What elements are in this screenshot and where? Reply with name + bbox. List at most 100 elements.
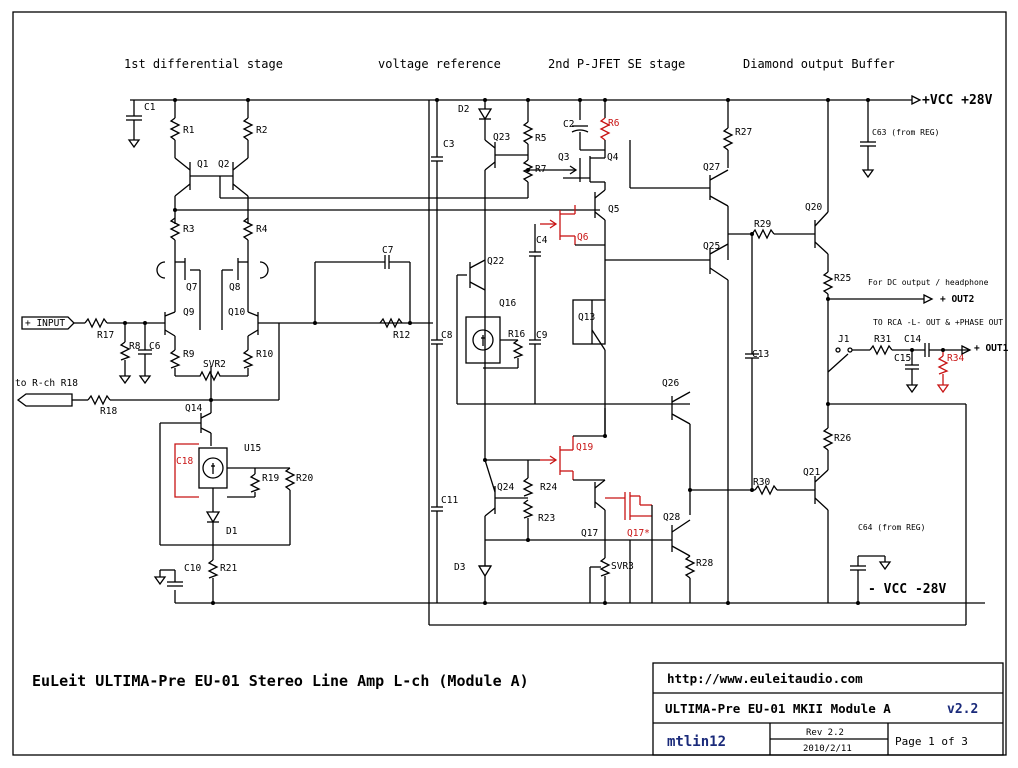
transistor-q8: Q8 — [221, 258, 269, 330]
svg-text:R4: R4 — [256, 224, 268, 235]
main-title: EuLeit ULTIMA-Pre EU-01 Stereo Line Amp … — [32, 672, 529, 690]
cap-c1: C1 — [126, 100, 156, 149]
resistor-r2: R2 — [242, 100, 267, 158]
svg-text:R34: R34 — [947, 353, 964, 364]
svg-text:R21: R21 — [220, 563, 237, 574]
svg-text:J1: J1 — [838, 334, 850, 345]
transistor-q24: Q24 — [484, 459, 528, 556]
jack-j1[interactable]: J1 — [827, 334, 853, 373]
resistor-r27: R27 — [722, 127, 752, 168]
resistor-r6: R6 — [599, 100, 620, 150]
svg-text:R19: R19 — [262, 473, 279, 484]
svg-text:R26: R26 — [834, 433, 851, 444]
svg-text:to R-ch R18: to R-ch R18 — [15, 378, 78, 389]
svg-text:D1: D1 — [226, 526, 238, 537]
transistor-q14: Q14 — [160, 400, 212, 434]
out2-port[interactable]: + OUT2 — [828, 293, 974, 305]
svg-text:R12: R12 — [393, 330, 410, 341]
transistor-q19: Q19 — [540, 436, 593, 480]
svg-text:C2: C2 — [563, 119, 574, 130]
svg-text:Q27: Q27 — [703, 162, 720, 173]
svg-text:- VCC -28V: - VCC -28V — [868, 582, 946, 597]
resistor-r29: R29 — [751, 219, 815, 240]
cap-c10: C10 — [153, 563, 201, 587]
transistor-q6: Q6 — [540, 205, 589, 245]
heading-diamond-buffer: Diamond output Buffer — [743, 57, 895, 71]
svg-text:R8: R8 — [129, 341, 141, 352]
current-source-u15: U15 — [198, 443, 261, 489]
cap-c18: C18 — [174, 443, 199, 498]
svg-text:R5: R5 — [535, 133, 546, 144]
svg-text:Q17*: Q17* — [627, 528, 650, 539]
trimmer-svr2: SVR2 — [175, 359, 248, 400]
resistor-r24: R24 — [522, 460, 557, 497]
svg-text:C1: C1 — [144, 102, 156, 113]
cap-c2: C2 — [563, 100, 589, 150]
cap-c8: C8 — [431, 161, 453, 345]
svg-text:R25: R25 — [834, 273, 851, 284]
resistor-r26: R26 — [822, 427, 851, 470]
svg-text:Q28: Q28 — [663, 512, 680, 523]
svg-text:R6: R6 — [608, 118, 620, 129]
to-rch-port[interactable]: to R-ch R18 — [15, 378, 78, 407]
svg-text:Q9: Q9 — [183, 307, 195, 318]
svg-text:Q3: Q3 — [558, 152, 569, 163]
negative-rail: - VCC -28V — [175, 582, 985, 604]
title-rev: Rev 2.2 — [806, 728, 844, 738]
title-block — [652, 662, 1004, 756]
svg-text:SVR2: SVR2 — [203, 359, 226, 370]
svg-text:Q1: Q1 — [197, 159, 209, 170]
svg-text:Q10: Q10 — [228, 307, 245, 318]
transistor-q4: Q4 — [589, 150, 619, 190]
svg-text:R18: R18 — [100, 406, 117, 417]
sheet-border — [12, 11, 1007, 756]
svg-text:Q22: Q22 — [487, 256, 504, 267]
svg-text:+VCC +28V: +VCC +28V — [922, 93, 993, 108]
dc-output-note: For DC output / headphone — [868, 278, 989, 287]
svg-text:C64 (from REG): C64 (from REG) — [858, 523, 925, 532]
transistor-q1: Q1 — [174, 157, 209, 224]
diode-d2: D2 — [458, 100, 493, 140]
svg-text:C63 (from REG): C63 (from REG) — [872, 128, 939, 137]
svg-text:R24: R24 — [540, 482, 557, 493]
svg-text:C18: C18 — [176, 456, 193, 467]
resistor-r30: R30 — [752, 477, 815, 496]
input-port[interactable]: + INPUT — [21, 316, 75, 330]
title-author: mtlin12 — [667, 734, 726, 750]
cap-c7: C7 — [382, 245, 411, 323]
transistor-q25: Q25 — [703, 241, 729, 400]
svg-text:R16: R16 — [508, 329, 525, 340]
transistor-q21: Q21 — [803, 467, 829, 603]
resistor-r28: R28 — [684, 555, 713, 603]
title-module: ULTIMA-Pre EU-01 MKII Module A — [665, 701, 891, 716]
transistor-q28: Q28 — [630, 512, 691, 557]
svg-text:R9: R9 — [183, 349, 195, 360]
svg-text:C13: C13 — [752, 349, 769, 360]
svg-text:Q7: Q7 — [186, 282, 197, 293]
svg-text:Q5: Q5 — [608, 204, 619, 215]
svg-text:R1: R1 — [183, 125, 195, 136]
diode-d3: D3 — [454, 556, 493, 603]
out1-port[interactable]: + OUT1 — [961, 343, 1009, 356]
positive-rail: +VCC +28V — [130, 93, 993, 108]
transistor-q17: Q17 — [581, 479, 606, 558]
resistor-r10: R10 — [242, 349, 273, 376]
svg-text:U15: U15 — [244, 443, 261, 454]
resistor-r21: R21 — [207, 559, 237, 603]
svg-text:Q6: Q6 — [577, 232, 589, 243]
svg-text:Q2: Q2 — [218, 159, 229, 170]
svg-text:R23: R23 — [538, 513, 555, 524]
svg-text:Q4: Q4 — [607, 152, 619, 163]
resistor-r7: R7 — [522, 159, 546, 198]
resistor-r1: R1 — [169, 100, 195, 158]
svg-text:C10: C10 — [184, 563, 201, 574]
svg-text:+ OUT1: + OUT1 — [974, 343, 1009, 354]
svg-text:R29: R29 — [754, 219, 771, 230]
resistor-r18: R18 — [72, 394, 279, 417]
svg-text:C4: C4 — [536, 235, 548, 246]
svg-text:Q8: Q8 — [229, 282, 241, 293]
resistor-r23: R23 — [522, 499, 555, 540]
cap-c3: C3 — [431, 100, 454, 162]
heading-diff-stage: 1st differential stage — [124, 57, 283, 71]
heading-pjfet-stage: 2nd P-JFET SE stage — [548, 57, 685, 71]
